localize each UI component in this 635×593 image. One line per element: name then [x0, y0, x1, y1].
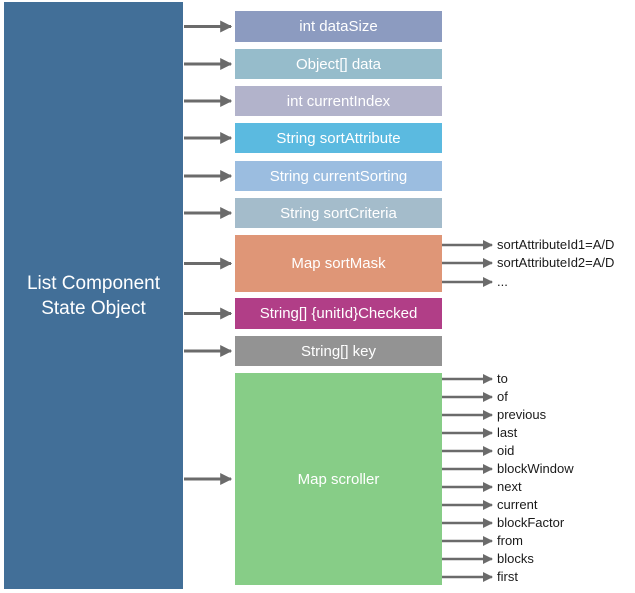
scroller-entry-next: next — [497, 479, 522, 494]
scroller-entry-blockfactor: blockFactor — [497, 515, 565, 530]
field-sortcriteria: String sortCriteria — [235, 198, 442, 228]
field-currentsorting-label: String currentSorting — [269, 167, 408, 185]
field-sortmask: Map sortMask — [235, 235, 442, 292]
field-sortmask-label: Map sortMask — [291, 255, 386, 272]
field-datasize: int dataSize — [235, 11, 442, 42]
scroller-entry-current: current — [497, 497, 538, 512]
field-currentindex-label: int currentIndex — [286, 92, 391, 110]
scroller-entry-blocks: blocks — [497, 551, 534, 566]
scroller-entry-first: first — [497, 569, 518, 584]
field-checked-label: String[] {unitId}Checked — [259, 305, 418, 322]
field-currentindex: int currentIndex — [235, 86, 442, 116]
field-sortcriteria-label: String sortCriteria — [280, 204, 397, 222]
sortmask-entry: sortAttributeId2=A/D — [497, 255, 615, 270]
sortmask-entry: sortAttributeId1=A/D — [497, 237, 615, 252]
field-checked: String[] {unitId}Checked — [235, 298, 442, 329]
field-sortattribute-label: String sortAttribute — [276, 129, 401, 147]
scroller-entry-oid: oid — [497, 443, 515, 458]
scroller-entry-of: of — [497, 389, 508, 404]
field-datasize-label: int dataSize — [299, 18, 378, 35]
sortmask-entry: ... — [497, 274, 508, 289]
field-key: String[] key — [235, 336, 442, 366]
state-object-block: List Component State Object — [4, 2, 183, 589]
scroller-entry-blockwindow: blockWindow — [497, 461, 574, 476]
field-scroller-label: Map scroller — [297, 470, 380, 488]
scroller-entry-from: from — [497, 533, 523, 548]
field-currentsorting: String currentSorting — [235, 161, 442, 191]
scroller-entry-last: last — [497, 425, 518, 440]
field-key-label: String[] key — [300, 342, 377, 360]
field-sortattribute: String sortAttribute — [235, 123, 442, 153]
scroller-entry-to: to — [497, 371, 508, 386]
field-data: Object[] data — [235, 49, 442, 79]
field-data-label: Object[] data — [295, 55, 382, 73]
scroller-entry-previous: previous — [497, 407, 547, 422]
state-object-label: List Component State Object — [26, 272, 161, 319]
field-scroller: Map scroller — [235, 373, 442, 585]
